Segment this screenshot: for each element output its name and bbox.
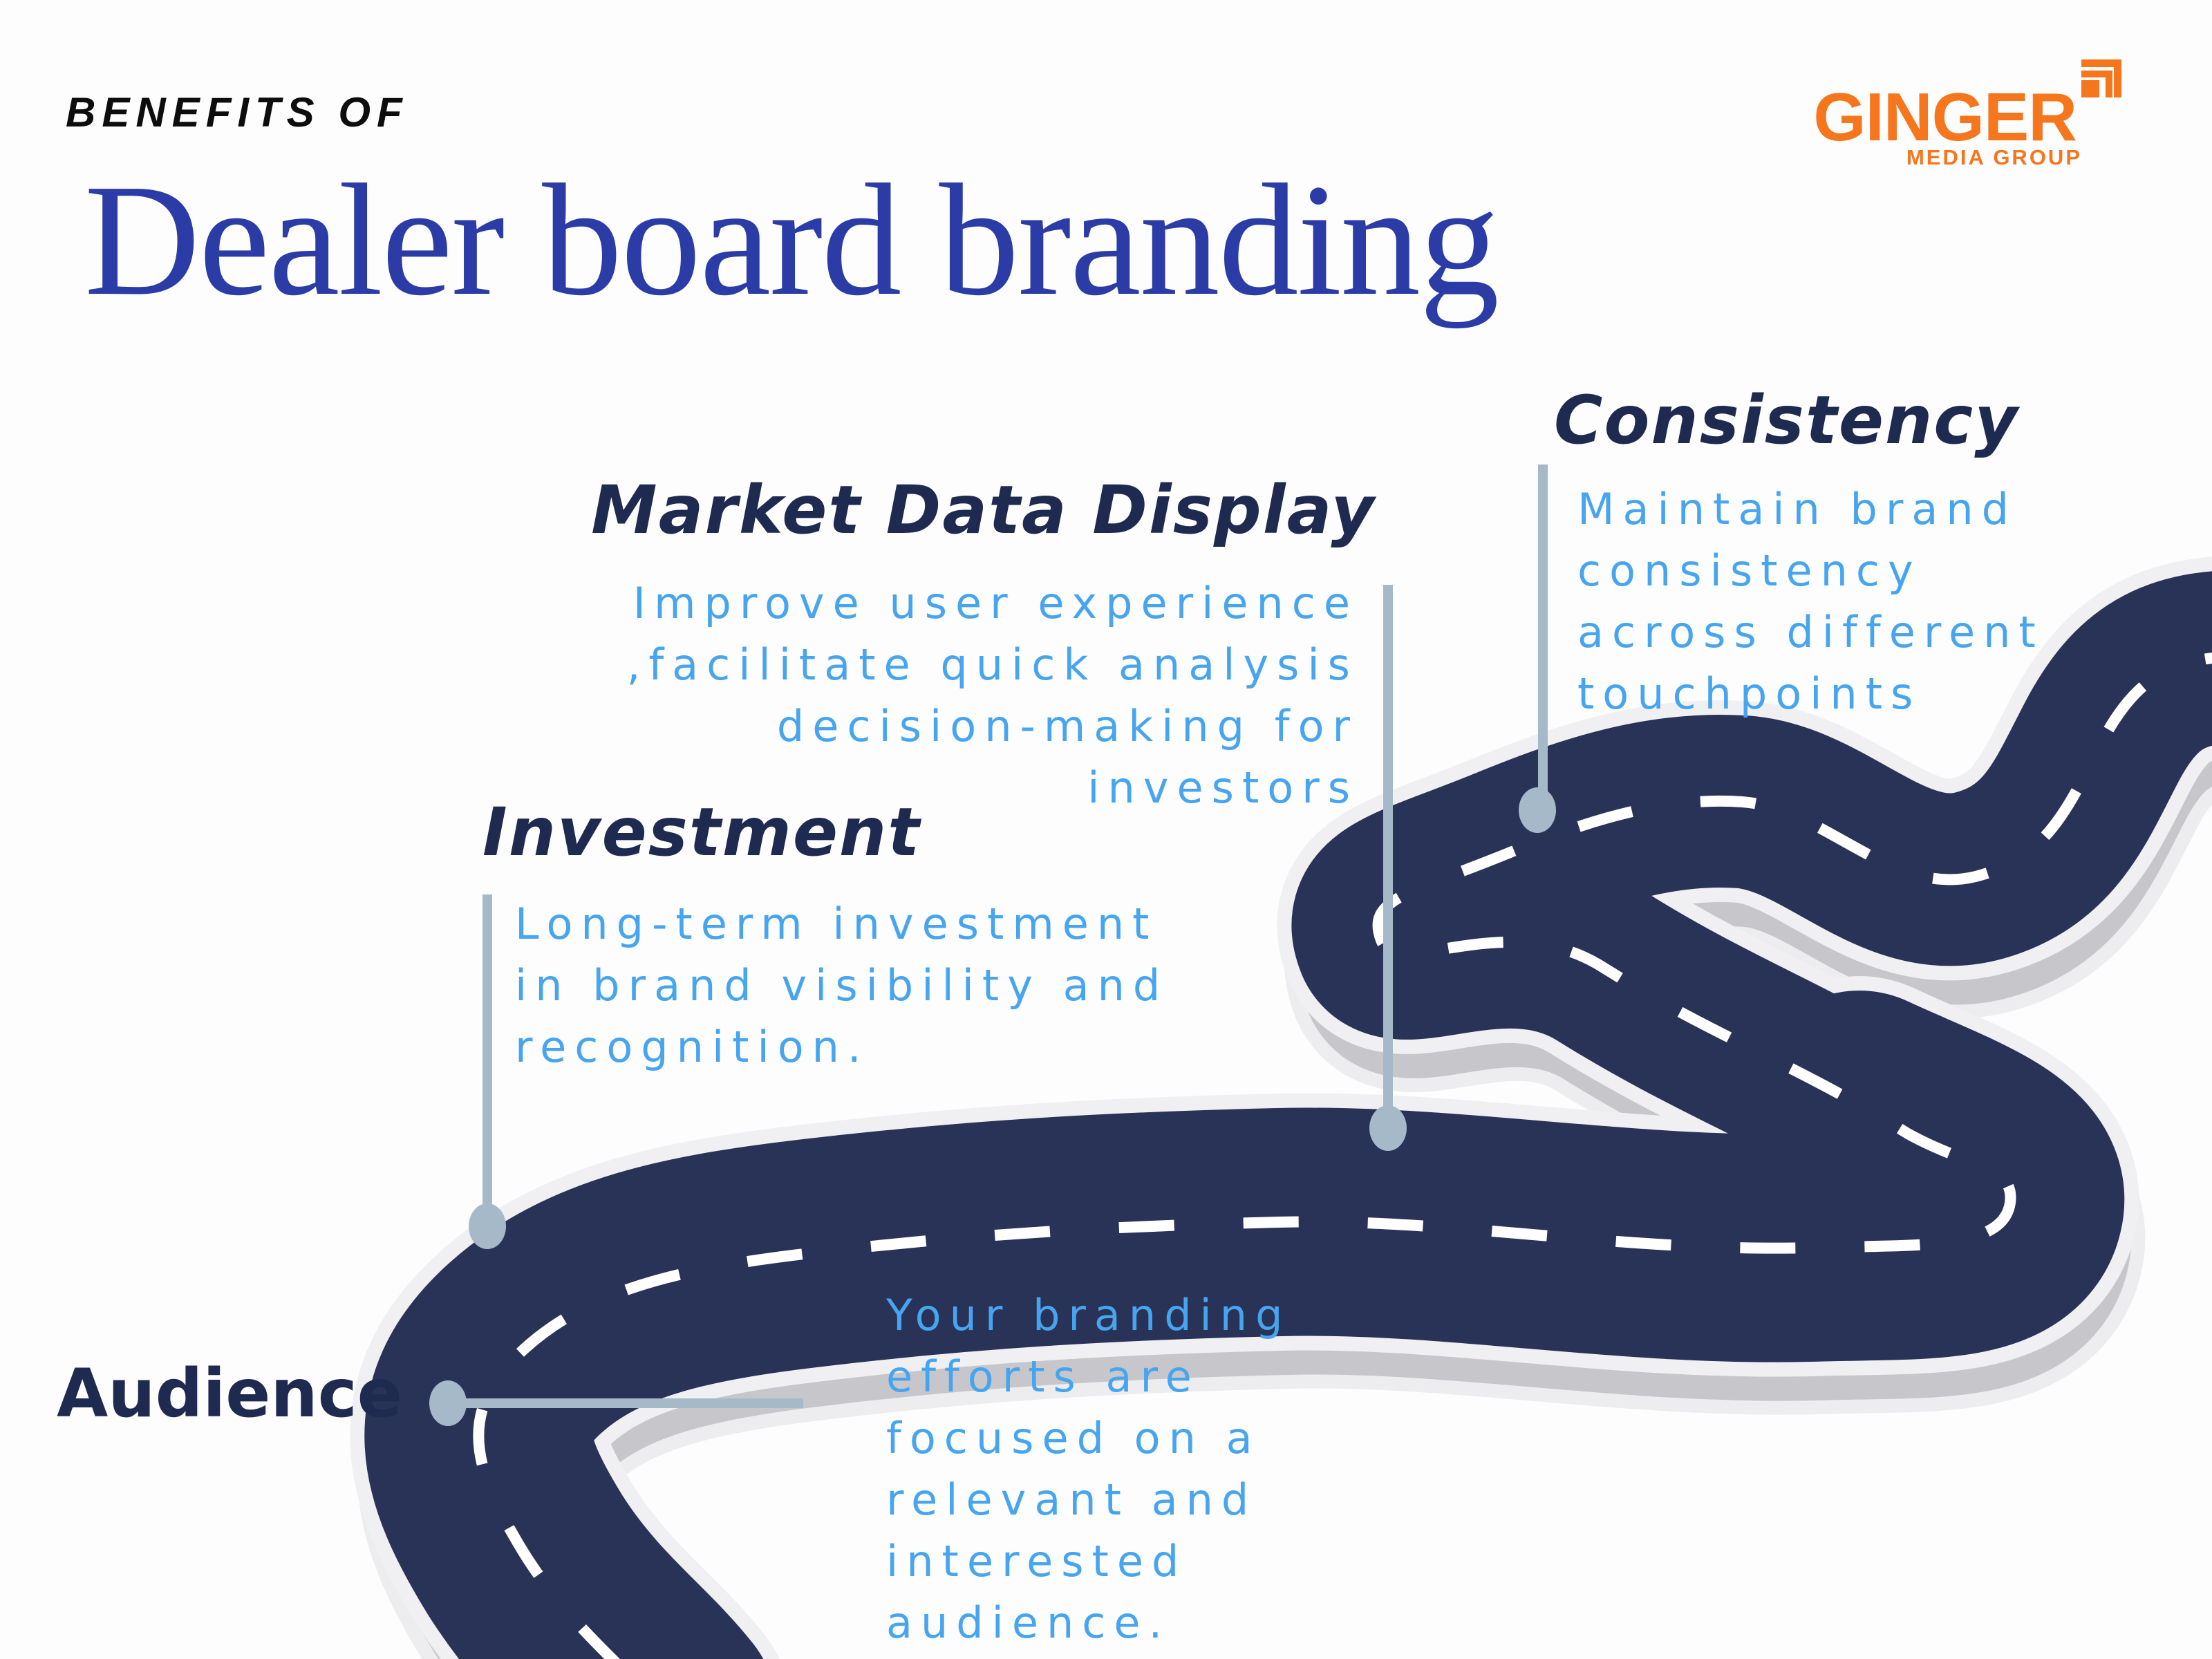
- marker-line-consistency: [1538, 465, 1548, 807]
- logo-icon-middle-bracket: [2081, 71, 2112, 97]
- marker-dot-market-data-display: [1369, 1105, 1407, 1151]
- section-title-investment: Investment: [482, 794, 921, 871]
- nested-corner-squares-icon: [2081, 59, 2124, 100]
- logo-icon-solid-square: [2081, 80, 2099, 97]
- section-title-audience: Audience: [57, 1355, 402, 1432]
- marker-line-investment: [482, 894, 492, 1214]
- section-title-market-data-display: Market Data Display: [591, 471, 1376, 549]
- section-body-consistency: Maintain brand consistency across differ…: [1577, 484, 2044, 719]
- marker-dot-investment: [469, 1203, 506, 1249]
- marker-dot-audience: [429, 1380, 467, 1426]
- section-body-market-data-display: Improve user experience ,facilitate quic…: [626, 578, 1358, 813]
- ginger-media-group-logo: GINGER MEDIA GROUP: [1770, 48, 2129, 180]
- page-title: Dealer board branding: [84, 151, 1499, 329]
- eyebrow-text: BENEFITS OF: [66, 89, 409, 135]
- section-body-audience: Your branding efforts are focused on a r…: [886, 1290, 1291, 1648]
- marker-line-market-data-display: [1383, 585, 1393, 1107]
- section-body-investment: Long-term investment in brand visibility…: [515, 899, 1169, 1072]
- logo-icon-outer-bracket: [2081, 59, 2121, 97]
- marker-dot-consistency: [1519, 787, 1556, 833]
- logo-wordmark: GINGER: [1813, 79, 2077, 155]
- section-title-consistency: Consistency: [1554, 382, 2019, 459]
- logo-tagline: MEDIA GROUP: [1906, 145, 2082, 169]
- marker-line-audience: [456, 1398, 803, 1408]
- road-dashed-centerline: [473, 653, 2212, 1659]
